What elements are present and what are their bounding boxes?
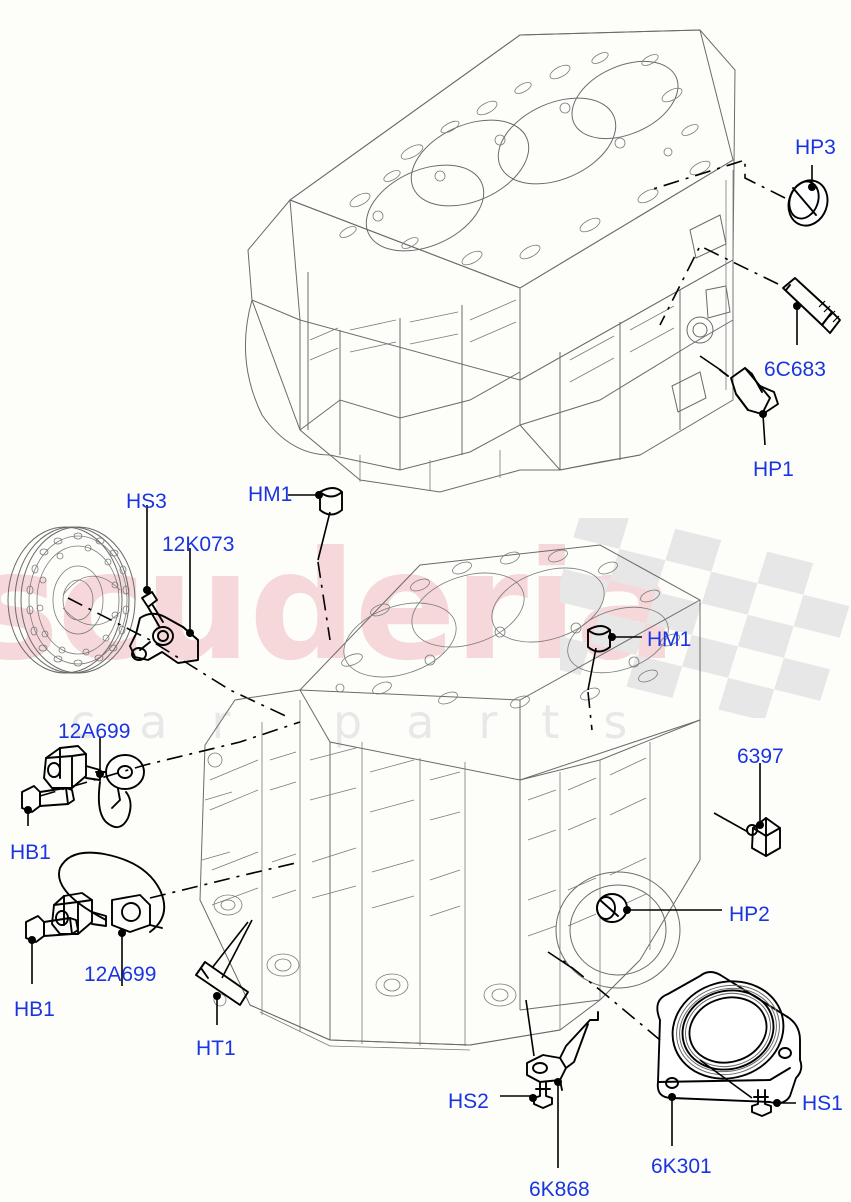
leader-dot-hp2 <box>623 906 631 914</box>
leader-dot-hp3 <box>808 183 816 191</box>
leader-hp1 <box>762 414 766 446</box>
assembly-line-hm1-upper <box>317 561 331 641</box>
leader-dot-6k301 <box>668 1093 676 1101</box>
assembly-line-ht1-b <box>221 919 253 979</box>
leader-dot-hb1-lower <box>28 936 36 944</box>
label-12a699-bot[interactable]: 12A699 <box>84 963 157 986</box>
assembly-line-12a699-lower <box>149 861 301 899</box>
label-12k073[interactable]: 12K073 <box>162 533 235 556</box>
label-6k868[interactable]: 6K868 <box>529 1178 590 1201</box>
label-hb1-top[interactable]: HB1 <box>10 841 51 864</box>
leader-dot-6c683 <box>793 302 801 310</box>
leader-dot-6k868 <box>554 1078 562 1086</box>
assembly-line-6c683 <box>659 244 779 326</box>
leader-dot-12a699-lower <box>118 929 126 937</box>
leader-dot-hs2 <box>529 1094 537 1102</box>
part-12a699-knock-sensor-upper <box>43 745 145 829</box>
part-hb1-bolt-upper <box>21 785 75 813</box>
watermark-sub-text: car parts <box>70 695 672 749</box>
leader-dot-6397 <box>756 821 764 829</box>
leader-dot-hb1-upper <box>24 806 32 814</box>
lower-cylinder-block <box>199 544 701 1051</box>
leader-dot-12a699-upper <box>96 770 104 778</box>
assembly-line-ht1-a <box>211 921 249 969</box>
tail-hm1-right <box>587 647 597 691</box>
part-ht1-dowel-pin <box>195 961 249 1006</box>
assembly-line-6k868 <box>525 999 535 1057</box>
label-6c683[interactable]: 6C683 <box>764 358 826 381</box>
part-hm1-dowel-right <box>587 625 611 653</box>
label-ht1[interactable]: HT1 <box>196 1037 236 1060</box>
label-hs2[interactable]: HS2 <box>448 1090 489 1113</box>
label-hp1[interactable]: HP1 <box>753 458 794 481</box>
label-hp2[interactable]: HP2 <box>729 903 770 926</box>
assembly-line-hs1 <box>699 1059 753 1099</box>
assembly-line-6k301-b <box>547 951 573 969</box>
part-hp1-pressure-switch <box>719 367 779 415</box>
part-hp3-core-plug <box>787 179 829 227</box>
part-hb1-bolt-lower <box>25 915 79 943</box>
part-hs1-bolt <box>751 1089 772 1117</box>
label-6397[interactable]: 6397 <box>737 745 784 768</box>
assembly-line-hp3 <box>649 158 786 199</box>
assembly-line-6k301 <box>559 957 661 1041</box>
part-12a699-knock-sensor-lower <box>51 851 166 935</box>
part-6397-blanking-plug <box>746 817 781 857</box>
leader-dot-hm1-right <box>608 633 616 641</box>
leader-dot-12k073 <box>186 629 194 637</box>
tail-hm1-upper <box>317 511 331 561</box>
leader-dot-hm1-upper <box>315 491 323 499</box>
part-hp2-core-plug <box>596 893 628 923</box>
leader-dot-hs3 <box>143 586 151 594</box>
label-hs3[interactable]: HS3 <box>126 490 167 513</box>
leader-dot-hp1 <box>759 410 767 418</box>
label-hm1-upper[interactable]: HM1 <box>248 483 293 506</box>
assembly-line-12a699-upper <box>39 721 301 797</box>
label-12a699-top[interactable]: 12A699 <box>58 720 131 743</box>
upper-cylinder-block <box>244 29 736 493</box>
label-hs1[interactable]: HS1 <box>802 1092 843 1115</box>
label-hb1-bot[interactable]: HB1 <box>14 998 55 1021</box>
part-6k868-oil-jet <box>526 1011 599 1109</box>
checkered-flag-icon <box>560 518 850 718</box>
label-6k301[interactable]: 6K301 <box>651 1155 712 1178</box>
label-hp3[interactable]: HP3 <box>795 136 836 159</box>
assembly-line-hp1 <box>699 355 723 372</box>
leader-dot-hs1 <box>773 1099 781 1107</box>
part-hm1-dowel-upper <box>319 487 343 516</box>
part-6c683-extension <box>782 277 841 334</box>
part-6k301-rear-oil-seal-housing <box>656 971 803 1105</box>
label-hm1-right[interactable]: HM1 <box>647 628 692 651</box>
assembly-line-hm1-right <box>587 691 593 731</box>
leader-dot-ht1 <box>213 992 221 1000</box>
flywheel-pulse-wheel <box>7 526 136 674</box>
assembly-line-6397 <box>713 812 749 833</box>
assembly-line-12k073 <box>67 597 291 719</box>
part-12k073-crank-sensor <box>129 591 199 664</box>
